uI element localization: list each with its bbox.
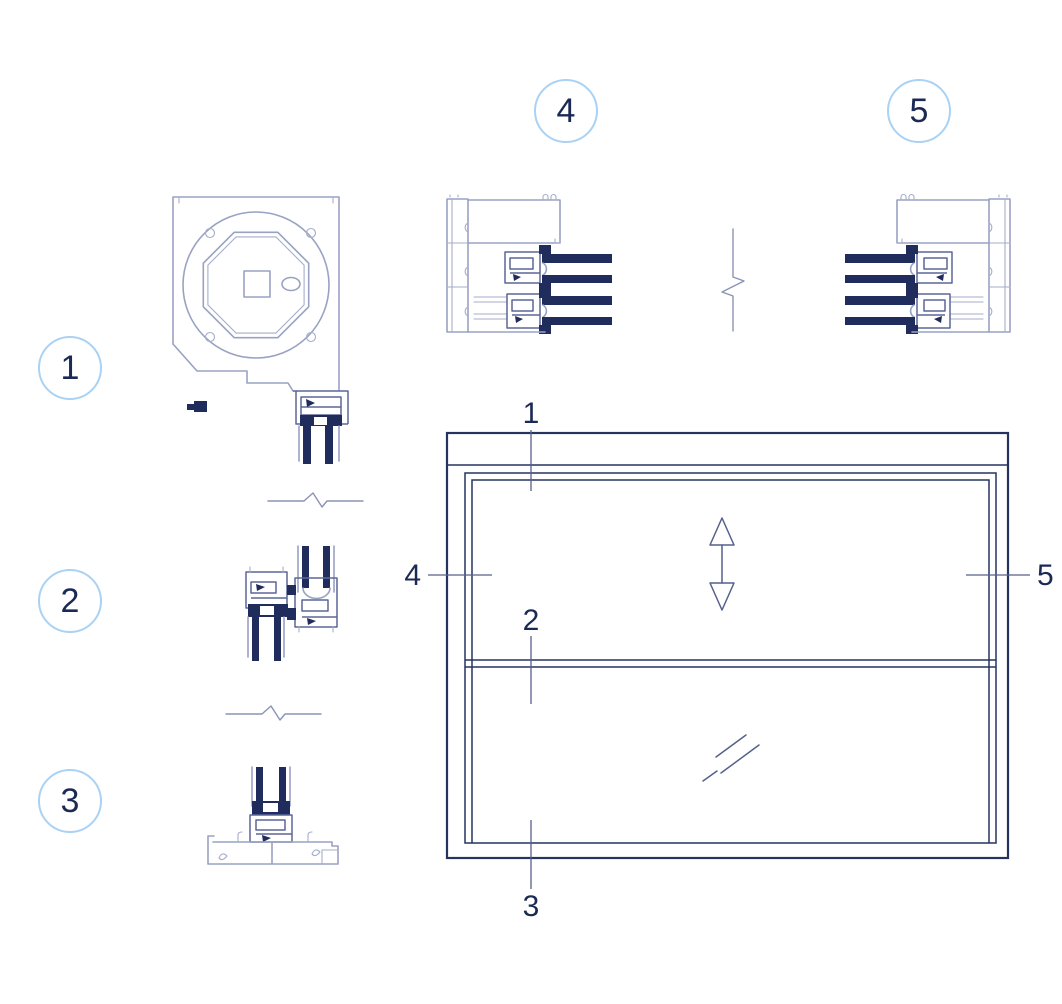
break-line-1 [267, 492, 364, 508]
detail-4-left-jamb-section [446, 193, 613, 335]
break-line-2 [225, 705, 322, 721]
section-marker-label: 1 [523, 397, 540, 430]
section-marker-1: 1 [523, 397, 540, 491]
callout-label: 2 [60, 582, 80, 620]
section-marker-4: 4 [404, 559, 492, 592]
slide-direction-arrow-icon [709, 517, 735, 611]
callout-label: 3 [60, 782, 80, 820]
callout-circle-4: 4 [534, 79, 598, 143]
section-marker-label: 2 [523, 604, 540, 637]
detail-5-right-jamb-section [844, 193, 1011, 335]
callout-label: 4 [556, 92, 576, 130]
section-marker-3: 3 [523, 820, 540, 923]
glass-hatch-icon [702, 734, 760, 782]
callout-circle-2: 2 [38, 569, 102, 633]
section-marker-5: 5 [966, 559, 1054, 592]
callout-circle-1: 1 [38, 336, 102, 400]
detail-3-sill-section [207, 766, 339, 865]
window-elevation [445, 431, 1010, 860]
detail-2-meeting-rail-section [245, 545, 338, 661]
detail-1-shutter-box-section [172, 196, 349, 464]
callout-circle-5: 5 [887, 79, 951, 143]
section-marker-label: 4 [404, 559, 421, 592]
callout-label: 5 [909, 92, 929, 130]
break-line-vertical [721, 228, 745, 332]
section-marker-2: 2 [523, 604, 540, 704]
callout-circle-3: 3 [38, 769, 102, 833]
section-marker-label: 5 [1037, 559, 1054, 592]
callout-label: 1 [60, 349, 80, 387]
section-marker-label: 3 [523, 890, 540, 923]
